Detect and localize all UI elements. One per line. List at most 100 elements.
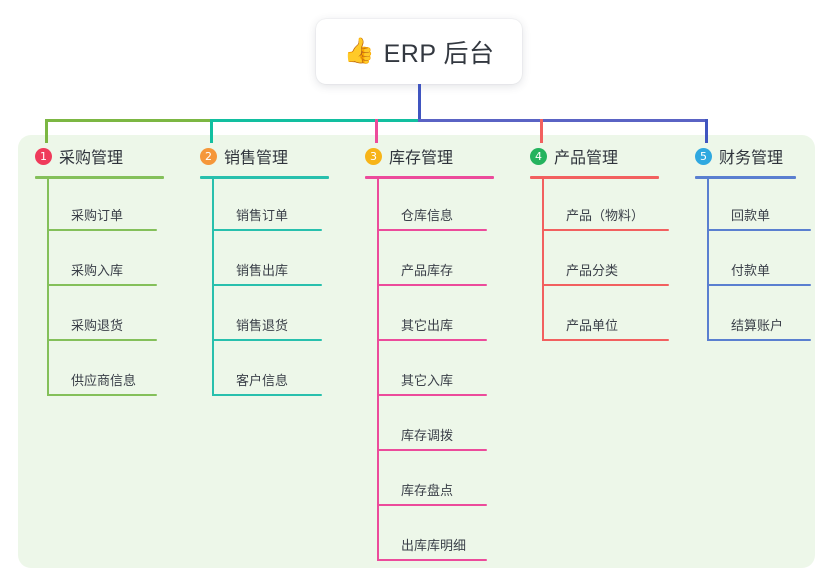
leaf-node[interactable]: 采购入库: [47, 231, 157, 286]
leaf-node-rule: [377, 284, 487, 286]
leaf-node-label: 产品单位: [566, 318, 619, 333]
column-库存管理: 3 库存管理仓库信息产品库存其它出库其它入库库存调拨库存盘点出库库明细: [348, 143, 494, 561]
number-badge-icon: 4: [530, 147, 547, 165]
leaf-node[interactable]: 供应商信息: [47, 341, 157, 396]
leaf-node-rule: [212, 339, 322, 341]
leaf-node-label: 销售退货: [236, 318, 289, 333]
leaf-node[interactable]: 产品分类: [542, 231, 669, 286]
leaf-node[interactable]: 其它出库: [377, 286, 487, 341]
connector-drop-2: [209, 119, 213, 143]
column-title: 采购管理: [59, 150, 124, 167]
diagram-panel: [18, 135, 815, 568]
leaf-node-label: 付款单: [731, 263, 771, 278]
leaf-node[interactable]: 销售出库: [212, 231, 322, 286]
connector-drop-4: [539, 119, 543, 143]
column-spine-line: [707, 176, 709, 341]
leaf-node-rule: [212, 394, 322, 396]
connector-segment-indigo: [417, 119, 708, 122]
number-badge-icon: 5: [695, 147, 712, 165]
connector-segment-teal: [209, 119, 421, 122]
column-title: 库存管理: [389, 150, 454, 167]
leaf-node-label: 库存调拨: [401, 428, 454, 443]
column-header-2[interactable]: 2 销售管理: [183, 143, 288, 169]
number-badge-icon: 3: [365, 147, 382, 165]
leaf-node-label: 其它入库: [401, 373, 454, 388]
column-header-rule: [35, 176, 164, 179]
number-badge-icon: 1: [35, 147, 52, 165]
number-badge-icon: 2: [200, 147, 217, 165]
column-header-5[interactable]: 5 财务管理: [678, 143, 783, 169]
column-header-3[interactable]: 3 库存管理: [348, 143, 453, 169]
leaf-node[interactable]: 库存调拨: [377, 396, 487, 451]
leaf-node[interactable]: 库存盘点: [377, 451, 487, 506]
leaf-node-label: 产品库存: [401, 263, 454, 278]
leaf-node[interactable]: 采购退货: [47, 286, 157, 341]
connector-drop-1: [44, 119, 48, 143]
leaf-node[interactable]: 销售退货: [212, 286, 322, 341]
leaf-node-rule: [377, 449, 487, 451]
leaf-node-label: 结算账户: [731, 318, 784, 333]
column-spine-line: [542, 176, 544, 341]
leaf-node-rule: [707, 284, 811, 286]
root-stem-line: [417, 84, 421, 122]
leaf-node[interactable]: 产品（物料）: [542, 176, 669, 231]
connector-segment-green: [44, 119, 213, 122]
leaf-node[interactable]: 销售订单: [212, 176, 322, 231]
leaf-node-label: 产品分类: [566, 263, 619, 278]
leaf-node-label: 仓库信息: [401, 208, 454, 223]
leaf-node[interactable]: 仓库信息: [377, 176, 487, 231]
leaf-node-label: 其它出库: [401, 318, 454, 333]
column-header-rule: [200, 176, 329, 179]
leaf-node-rule: [47, 229, 157, 231]
leaf-node-rule: [542, 339, 669, 341]
leaf-node-label: 销售出库: [236, 263, 289, 278]
column-header-4[interactable]: 4 产品管理: [513, 143, 618, 169]
connector-drop-3: [374, 119, 378, 143]
column-财务管理: 5 财务管理回款单付款单结算账户: [678, 143, 811, 341]
leaf-node-rule: [47, 394, 157, 396]
root-node-label: ERP 后台: [383, 39, 495, 68]
column-title: 销售管理: [224, 150, 289, 167]
column-header-rule: [530, 176, 659, 179]
leaf-node[interactable]: 回款单: [707, 176, 811, 231]
column-spine-line: [47, 176, 49, 396]
leaf-node-rule: [377, 339, 487, 341]
leaf-node-rule: [377, 559, 487, 561]
leaf-node[interactable]: 结算账户: [707, 286, 811, 341]
leaf-node-rule: [377, 504, 487, 506]
leaf-node-label: 销售订单: [236, 208, 289, 223]
leaf-node-label: 客户信息: [236, 373, 289, 388]
column-header-1[interactable]: 1 采购管理: [18, 143, 123, 169]
column-title: 财务管理: [719, 150, 784, 167]
leaf-node-rule: [212, 284, 322, 286]
leaf-node[interactable]: 其它入库: [377, 341, 487, 396]
column-title: 产品管理: [554, 150, 619, 167]
column-销售管理: 2 销售管理销售订单销售出库销售退货客户信息: [183, 143, 329, 396]
leaf-node-rule: [212, 229, 322, 231]
leaf-node-label: 出库库明细: [401, 538, 467, 553]
leaf-node-label: 供应商信息: [71, 373, 137, 388]
root-node-content: 👍 ERP 后台: [343, 34, 494, 70]
leaf-node[interactable]: 出库库明细: [377, 506, 487, 561]
leaf-node-label: 回款单: [731, 208, 771, 223]
leaf-node-rule: [377, 229, 487, 231]
thumbs-up-icon: 👍: [343, 37, 375, 65]
column-产品管理: 4 产品管理产品（物料） 产品分类产品单位: [513, 143, 669, 341]
column-spine-line: [377, 176, 379, 561]
leaf-node-label: 库存盘点: [401, 483, 454, 498]
leaf-node-label: 采购订单: [71, 208, 124, 223]
leaf-node[interactable]: 采购订单: [47, 176, 157, 231]
root-node[interactable]: 👍 ERP 后台: [316, 19, 522, 84]
leaf-node-rule: [47, 284, 157, 286]
leaf-node-rule: [47, 339, 157, 341]
leaf-node[interactable]: 产品库存: [377, 231, 487, 286]
leaf-node[interactable]: 客户信息: [212, 341, 322, 396]
leaf-node-label: 产品（物料）: [566, 208, 645, 223]
leaf-node-label: 采购入库: [71, 263, 124, 278]
leaf-node[interactable]: 付款单: [707, 231, 811, 286]
leaf-node-rule: [707, 339, 811, 341]
column-spine-line: [212, 176, 214, 396]
column-采购管理: 1 采购管理采购订单采购入库采购退货供应商信息: [18, 143, 164, 396]
leaf-node[interactable]: 产品单位: [542, 286, 669, 341]
